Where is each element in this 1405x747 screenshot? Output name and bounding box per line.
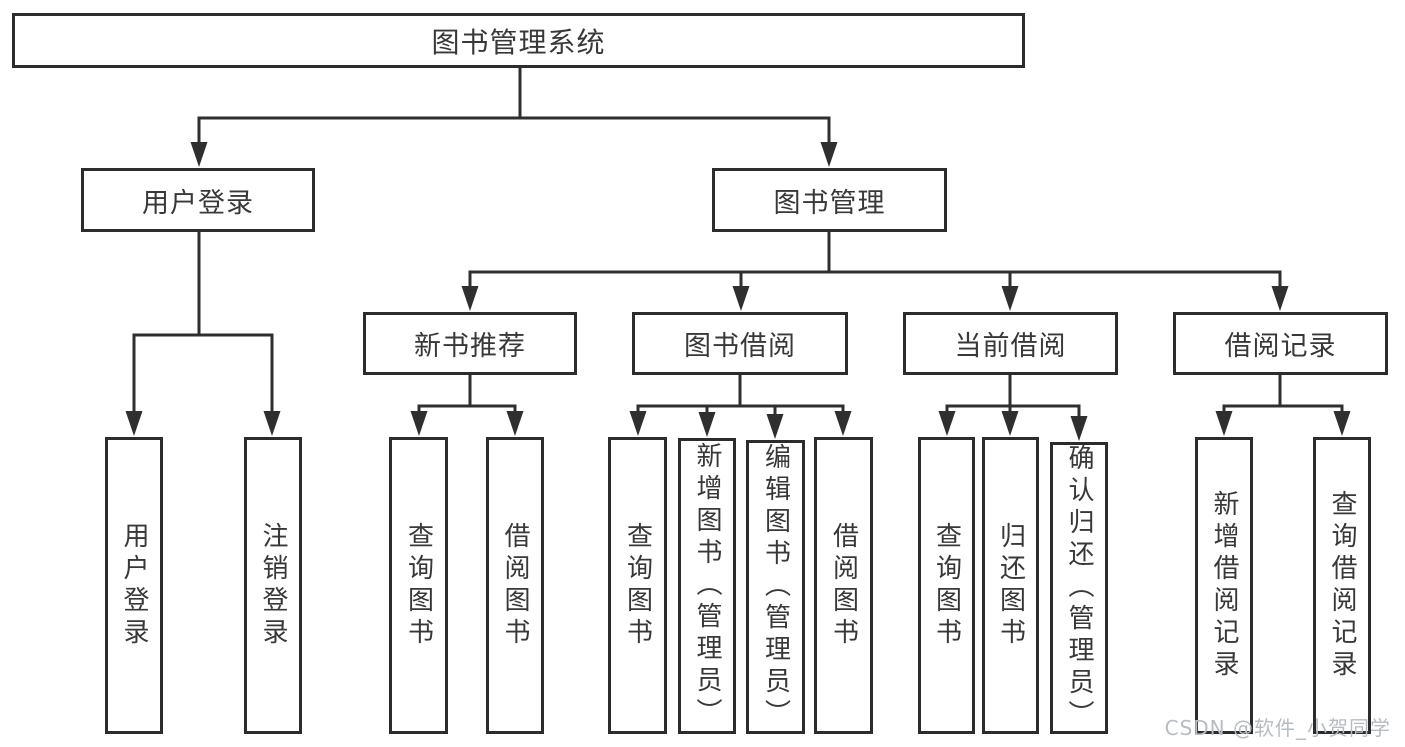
leaf-query-borrow-record: 查询借阅记录 <box>1313 437 1371 734</box>
leaf-label: 查询图书 <box>622 521 653 650</box>
arrowhead <box>1001 411 1019 436</box>
node-book-borrowing: 图书借阅 <box>632 312 848 375</box>
node-new-book-recommendation: 新书推荐 <box>363 312 577 375</box>
leaf-label: 借阅图书 <box>828 521 859 650</box>
node-label: 用户登录 <box>142 187 254 219</box>
arrowhead <box>1215 411 1233 436</box>
arrowhead <box>629 411 647 436</box>
node-user-login: 用户登录 <box>81 168 315 232</box>
arrowhead <box>698 412 716 437</box>
leaf-borrow-books-2: 借阅图书 <box>814 437 873 734</box>
tree-edges <box>132 66 1344 420</box>
node-label: 当前借阅 <box>954 331 1067 362</box>
leaf-user-login: 用户登录 <box>105 437 163 734</box>
arrowhead <box>190 142 208 167</box>
node-label: 图书管理 <box>773 187 886 219</box>
arrowhead <box>461 286 479 311</box>
arrowhead <box>410 411 428 436</box>
node-book-management: 图书管理 <box>712 168 947 232</box>
node-label: 新书推荐 <box>414 331 526 362</box>
leaf-label: 用户登录 <box>119 521 149 650</box>
arrowhead <box>1001 286 1019 311</box>
leaf-add-borrow-record: 新增借阅记录 <box>1195 437 1253 734</box>
node-library-management-system: 图书管理系统 <box>12 13 1025 68</box>
leaf-query-books: 查询图书 <box>389 437 448 734</box>
node-label: 图书借阅 <box>684 331 796 362</box>
node-label: 借阅记录 <box>1224 331 1337 362</box>
leaf-logout-login: 注销登录 <box>244 437 302 734</box>
arrowhead <box>506 411 524 436</box>
leaf-return-books: 归还图书 <box>982 437 1039 734</box>
leaf-borrow-books: 借阅图书 <box>486 437 544 734</box>
leaf-label: 注销登录 <box>258 521 288 650</box>
arrowhead <box>263 411 281 436</box>
arrowhead <box>938 411 956 436</box>
arrowhead <box>820 142 838 167</box>
arrowhead <box>732 286 750 311</box>
leaf-query-books-3: 查询图书 <box>918 437 975 734</box>
leaf-label: 归还图书 <box>995 521 1026 650</box>
leaf-label: 查询图书 <box>931 521 962 650</box>
leaf-confirm-return-admin: 确认归还（管理员） <box>1050 442 1108 734</box>
leaf-query-books-2: 查询图书 <box>608 437 667 734</box>
arrowhead <box>1070 416 1088 441</box>
arrowhead <box>766 414 784 439</box>
leaf-label: 新增图书（管理员） <box>692 442 722 730</box>
leaf-label: 新增借阅记录 <box>1209 489 1239 682</box>
leaf-label: 查询借阅记录 <box>1327 489 1357 682</box>
leaf-label: 查询图书 <box>403 521 434 650</box>
leaf-edit-books-admin: 编辑图书（管理员） <box>746 440 805 734</box>
leaf-add-books-admin: 新增图书（管理员） <box>678 438 736 734</box>
watermark: CSDN @软件_小贺同学 <box>1164 716 1391 740</box>
leaf-label: 编辑图书（管理员） <box>760 443 791 731</box>
node-borrowing-records: 借阅记录 <box>1173 312 1388 375</box>
arrowhead <box>125 411 143 436</box>
arrowhead <box>1333 411 1351 436</box>
node-label: 图书管理系统 <box>431 25 606 59</box>
leaf-label: 借阅图书 <box>500 521 530 650</box>
leaf-label: 确认归还（管理员） <box>1064 444 1094 732</box>
node-current-borrowing: 当前借阅 <box>903 312 1118 375</box>
arrowhead <box>1271 286 1289 311</box>
arrowhead <box>834 411 852 436</box>
